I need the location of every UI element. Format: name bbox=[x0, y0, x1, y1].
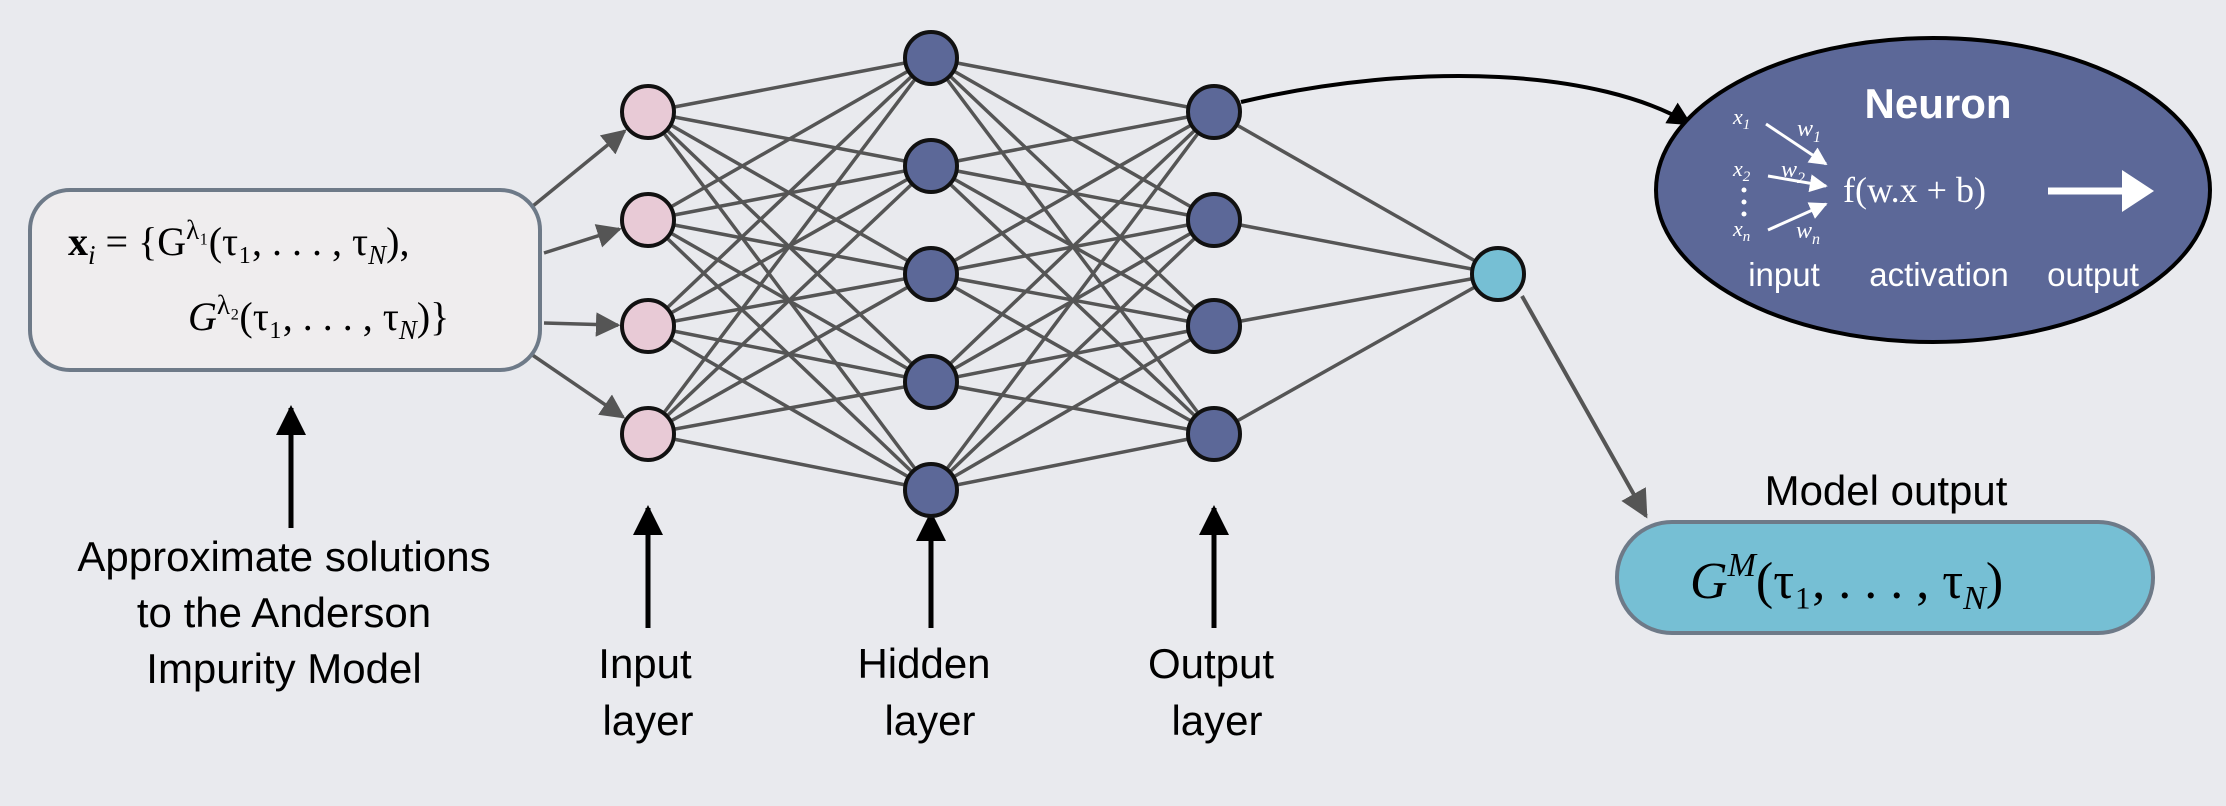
model-output-arrow bbox=[1520, 295, 1648, 519]
hidden-layer-label-line1: Hidden bbox=[857, 640, 990, 687]
network-edge bbox=[929, 110, 1216, 384]
neuron-title: Neuron bbox=[1865, 80, 2012, 127]
network-edge bbox=[647, 380, 932, 436]
network-edges bbox=[526, 56, 1499, 492]
neuron-activation-fn: f(w.x + b) bbox=[1843, 170, 1986, 210]
neuron-output-arrowhead bbox=[2122, 170, 2154, 212]
neuron-input-arrow bbox=[1767, 202, 1828, 232]
neuron-ellipse bbox=[1654, 36, 2212, 344]
input-node bbox=[620, 298, 676, 354]
network-edge bbox=[1213, 272, 1499, 328]
hidden-layer-label-line2: layer bbox=[884, 697, 975, 744]
neuron-w1: w1 bbox=[1797, 116, 1821, 146]
network-edge bbox=[1213, 110, 1499, 276]
labels: Approximate solutions to the Anderson Im… bbox=[77, 533, 1274, 744]
network-edge bbox=[929, 218, 1216, 492]
network-edge bbox=[647, 432, 932, 492]
input-edge-arrow bbox=[527, 350, 626, 419]
input-edge-arrow bbox=[543, 312, 621, 337]
input-box: xi = {Gλ₁(τ₁, . . . , τN), Gλ₂(τ₁, . . .… bbox=[28, 188, 542, 372]
model-output-formula: GM(τ₁, . . . , τN) bbox=[1690, 547, 2003, 617]
neuron-x1: x1 bbox=[1732, 104, 1750, 133]
network-edge bbox=[647, 56, 932, 222]
neuron-w2: w2 bbox=[1781, 157, 1805, 187]
network-edge bbox=[929, 110, 1216, 492]
hidden-node bbox=[903, 246, 959, 302]
network-edge bbox=[1213, 218, 1499, 276]
network-edge bbox=[646, 56, 933, 436]
network-edge bbox=[930, 432, 1215, 492]
hidden-node bbox=[903, 462, 959, 518]
neuron-input-label: input bbox=[1748, 256, 1820, 293]
approx-label-line2: to the Anderson bbox=[137, 589, 431, 636]
input-edge-arrow bbox=[526, 129, 627, 212]
approx-label-line1: Approximate solutions bbox=[77, 533, 490, 580]
neuron-input-arrow bbox=[1765, 122, 1828, 166]
neuron-dot bbox=[1741, 187, 1747, 193]
input-node bbox=[620, 84, 676, 140]
neuron-output-label: output bbox=[2047, 256, 2139, 293]
neuron-wn: wn bbox=[1796, 218, 1820, 248]
network-nodes bbox=[620, 30, 1526, 518]
network-edge bbox=[647, 56, 932, 114]
input-node bbox=[620, 406, 676, 462]
input-layer-label-line2: layer bbox=[602, 697, 693, 744]
input-layer-label-line1: Input bbox=[598, 640, 692, 687]
final-output-node bbox=[1470, 246, 1526, 302]
neuron-dot bbox=[1741, 199, 1747, 205]
input-formula-line1: xi = {Gλ₁(τ₁, . . . , τN), bbox=[68, 215, 409, 270]
neuron-activation-label: activation bbox=[1869, 256, 2008, 293]
network-edge bbox=[646, 56, 933, 328]
neuron-x2: x2 bbox=[1732, 156, 1751, 185]
neuron-callout-arrow bbox=[1240, 74, 1693, 126]
input-box-frame bbox=[28, 188, 542, 372]
network-edge bbox=[647, 272, 932, 436]
output-layer-node bbox=[1186, 84, 1242, 140]
output-layer-label-line2: layer bbox=[1171, 697, 1262, 744]
network-edge bbox=[646, 164, 933, 436]
network-edge bbox=[1213, 272, 1499, 436]
model-output-box bbox=[1615, 520, 2155, 635]
hidden-node bbox=[903, 354, 959, 410]
neuron-dot bbox=[1741, 211, 1747, 217]
output-layer-node bbox=[1186, 406, 1242, 462]
input-edge-arrow bbox=[543, 224, 622, 255]
network-edge bbox=[930, 56, 1215, 114]
approx-label-line3: Impurity Model bbox=[146, 645, 421, 692]
input-formula-line2: Gλ₂(τ₁, . . . , τN)} bbox=[188, 290, 449, 345]
model-output: Model output GM(τ₁, . . . , τN) bbox=[1615, 467, 2155, 635]
model-output-title: Model output bbox=[1765, 467, 2008, 514]
output-layer-node bbox=[1186, 192, 1242, 248]
neuron-input-arrow bbox=[1767, 174, 1828, 193]
output-layer-label-line1: Output bbox=[1148, 640, 1274, 687]
neuron-xn: xn bbox=[1732, 216, 1750, 245]
network-edge bbox=[930, 110, 1215, 168]
network-edge bbox=[930, 324, 1215, 492]
pointer-arrows bbox=[276, 405, 1229, 628]
output-layer-node bbox=[1186, 298, 1242, 354]
neuron-detail: Neuron x1 x2 xn w1 w2 wn f(w.x + b) inpu… bbox=[1654, 36, 2212, 344]
hidden-node bbox=[903, 30, 959, 86]
network-edge bbox=[930, 110, 1215, 276]
input-node bbox=[620, 192, 676, 248]
hidden-node bbox=[903, 138, 959, 194]
